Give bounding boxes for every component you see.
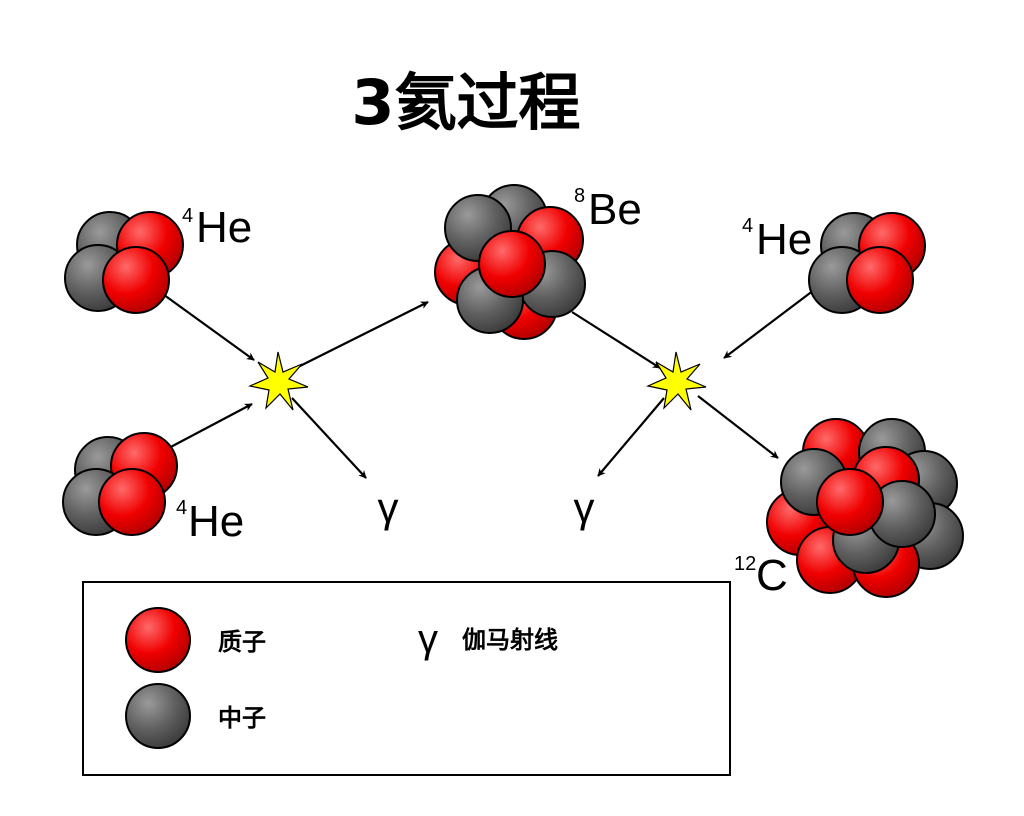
collision-flash-right: [646, 351, 707, 411]
arrow-flash-to-gamma-left: [291, 397, 367, 479]
label-carbon: 12 C: [734, 551, 788, 600]
label-he-top-left-mass: 4: [182, 205, 193, 227]
label-he-top-left: 4 He: [182, 203, 252, 252]
label-he-right: 4 He: [742, 215, 812, 264]
reaction-arrows: [159, 289, 815, 479]
legend-neutron-swatch: [125, 683, 191, 749]
legend-neutron-label: 中子: [218, 704, 266, 732]
label-carbon-mass: 12: [734, 553, 756, 575]
label-he-bottom-left-mass: 4: [176, 497, 187, 519]
page-title: 3氦过程: [351, 66, 580, 139]
legend-proton-label: 质子: [218, 628, 266, 656]
label-be: 8 Be: [574, 185, 642, 234]
arrow-he-right-to-flash: [723, 289, 815, 359]
label-be-mass: 8: [574, 185, 585, 207]
carbon-nucleus: [766, 418, 964, 598]
legend-box: [82, 581, 731, 776]
helium-nucleus-bottom-left: [62, 432, 178, 536]
label-be-symbol: Be: [588, 185, 642, 234]
label-he-bottom-left: 4 He: [176, 497, 244, 546]
beryllium-nucleus: [434, 184, 586, 340]
legend-gamma-symbol: γ: [418, 617, 438, 661]
label-he-top-left-symbol: He: [196, 203, 252, 252]
label-he-right-mass: 4: [742, 215, 753, 237]
arrow-flash-to-be: [295, 301, 429, 369]
collision-flash-left: [248, 351, 309, 411]
label-he-right-symbol: He: [756, 215, 812, 264]
arrow-be-to-flash: [571, 311, 661, 369]
helium-nucleus-top-left: [64, 211, 184, 314]
label-gamma-left: γ: [378, 484, 399, 531]
arrow-he-top-to-flash: [159, 291, 255, 361]
legend-gamma-label: 伽马射线: [462, 626, 558, 654]
label-gamma-right: γ: [574, 484, 595, 531]
arrow-he-bottom-to-flash: [164, 403, 253, 451]
legend: 质子 中子 γ 伽马射线: [82, 581, 731, 776]
helium-nucleus-right: [808, 212, 926, 314]
arrow-flash-to-carbon: [697, 395, 779, 459]
arrow-flash-to-gamma-right: [597, 397, 665, 477]
legend-proton-swatch: [125, 607, 191, 673]
label-carbon-symbol: C: [756, 551, 788, 600]
label-he-bottom-left-symbol: He: [188, 497, 244, 546]
